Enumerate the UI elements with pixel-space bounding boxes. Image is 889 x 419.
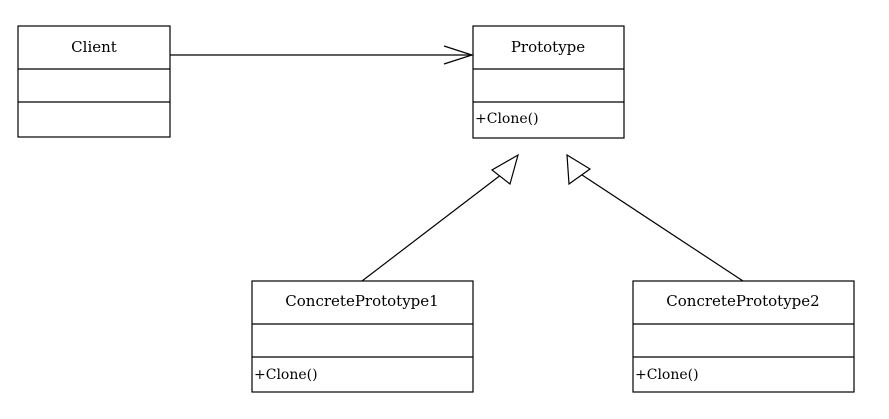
class-prototype: Prototype +Clone() — [472, 25, 625, 139]
class-concrete-prototype-2-name: ConcretePrototype2 — [666, 292, 819, 310]
generalization-concrete1-prototype — [361, 153, 519, 282]
class-concrete-prototype-2: ConcretePrototype2 +Clone() — [632, 280, 855, 393]
class-client: Client — [17, 25, 171, 138]
association-client-prototype — [170, 45, 474, 65]
generalization-line-2 — [575, 170, 744, 282]
class-client-frame — [17, 25, 171, 138]
class-client-name: Client — [71, 38, 117, 56]
class-concrete-prototype-2-method: +Clone() — [635, 367, 699, 383]
class-prototype-name: Prototype — [511, 38, 585, 56]
class-concrete-prototype-1-name: ConcretePrototype1 — [285, 292, 438, 310]
generalization-line-1 — [361, 170, 507, 282]
class-concrete-prototype-1: ConcretePrototype1 +Clone() — [251, 280, 474, 393]
hollow-triangle-icon — [566, 153, 592, 186]
class-prototype-method: +Clone() — [475, 111, 539, 127]
hollow-triangle-icon — [490, 153, 519, 186]
open-arrow-head-icon — [443, 45, 474, 65]
class-concrete-prototype-1-method: +Clone() — [254, 367, 318, 383]
class-concrete-prototype-1-frame — [251, 280, 474, 393]
generalization-concrete2-prototype — [566, 153, 744, 282]
class-prototype-frame — [472, 25, 625, 139]
class-concrete-prototype-2-frame — [632, 280, 855, 393]
